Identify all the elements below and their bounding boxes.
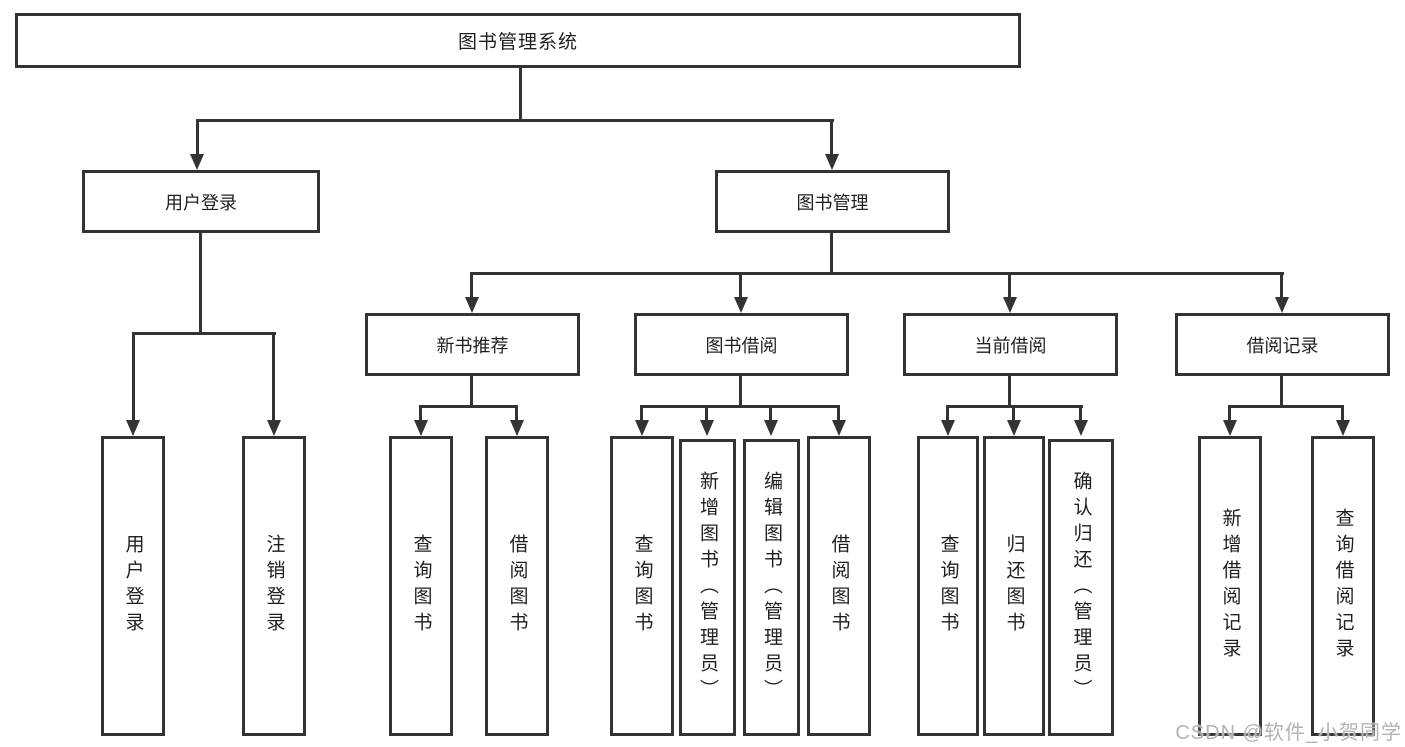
leaf-nb-borrow-books-label: 借阅图书 <box>506 534 528 638</box>
leaf-cb-return-books-label: 归还图书 <box>1003 534 1025 638</box>
node-book-mgmt-label: 图书管理 <box>796 192 869 213</box>
csdn-watermark: CSDN @软件_小贺同学 <box>1175 722 1402 744</box>
arrowhead-nb-borrow <box>510 420 524 436</box>
connector-new-book-rail <box>419 405 518 408</box>
connector-drop-bb-borrow <box>837 405 840 422</box>
arrowhead-book-mgmt <box>825 154 839 170</box>
arrowhead-leaf-logout <box>267 420 281 436</box>
connector-book-mgmt-rail <box>470 272 1284 275</box>
connector-drop-cb-query <box>946 405 949 422</box>
leaf-cb-query-books-label: 查询图书 <box>937 534 959 638</box>
connector-drop-user-login <box>196 119 199 156</box>
connector-drop-leaf-login <box>132 332 135 421</box>
arrowhead-bb-edit <box>764 420 778 436</box>
leaf-user-login: 用户登录 <box>101 436 165 736</box>
connector-drop-new-book <box>470 272 473 300</box>
node-new-book-rec: 新书推荐 <box>365 313 580 376</box>
arrowhead-cb-confirm <box>1074 420 1088 436</box>
leaf-br-add-record-label: 新增借阅记录 <box>1219 508 1241 664</box>
leaf-bb-edit-books-admin: 编辑图书（管理员） <box>743 439 800 736</box>
leaf-nb-borrow-books: 借阅图书 <box>485 436 549 736</box>
arrowhead-br-add <box>1223 420 1237 436</box>
connector-drop-book-borrow <box>739 272 742 300</box>
arrowhead-new-book <box>465 297 479 313</box>
arrowhead-nb-query <box>414 420 428 436</box>
arrowhead-cb-query <box>941 420 955 436</box>
node-current-borrow-label: 当前借阅 <box>974 335 1047 356</box>
arrowhead-bb-query <box>635 420 649 436</box>
leaf-bb-add-books-admin: 新增图书（管理员） <box>679 439 736 736</box>
node-borrow-records: 借阅记录 <box>1175 313 1390 376</box>
node-new-book-rec-label: 新书推荐 <box>436 335 509 356</box>
arrowhead-leaf-login <box>126 420 140 436</box>
arrowhead-br-query <box>1336 420 1350 436</box>
connector-drop-nb-query <box>419 405 422 422</box>
arrowhead-user-login <box>190 154 204 170</box>
leaf-cb-confirm-return-admin: 确认归还（管理员） <box>1048 439 1114 736</box>
node-book-borrow-label: 图书借阅 <box>705 335 778 356</box>
node-root-label: 图书管理系统 <box>457 32 578 53</box>
connector-drop-bb-add <box>705 405 708 422</box>
node-book-mgmt: 图书管理 <box>715 170 950 233</box>
arrowhead-current-borrow <box>1003 297 1017 313</box>
leaf-cb-confirm-return-admin-label: 确认归还（管理员） <box>1070 470 1092 705</box>
connector-borrow-records-stem <box>1280 376 1283 408</box>
arrowhead-cb-return <box>1007 420 1021 436</box>
connector-drop-br-add <box>1228 405 1231 422</box>
connector-user-login-stem <box>199 233 202 334</box>
connector-drop-bb-query <box>640 405 643 422</box>
leaf-br-query-record: 查询借阅记录 <box>1311 436 1375 736</box>
leaf-nb-query-books: 查询图书 <box>389 436 453 736</box>
connector-new-book-stem <box>470 376 473 408</box>
connector-user-login-rail <box>132 332 276 335</box>
connector-drop-bb-edit <box>769 405 772 422</box>
leaf-logout: 注销登录 <box>242 436 306 736</box>
connector-drop-cb-confirm <box>1079 405 1082 422</box>
leaf-bb-borrow-books-label: 借阅图书 <box>828 534 850 638</box>
leaf-nb-query-books-label: 查询图书 <box>410 534 432 638</box>
connector-root-rail <box>196 119 834 122</box>
connector-book-mgmt-stem <box>830 233 833 275</box>
connector-current-borrow-stem <box>1008 376 1011 408</box>
connector-drop-cb-return <box>1012 405 1015 422</box>
connector-book-borrow-stem <box>739 376 742 408</box>
connector-drop-current-borrow <box>1008 272 1011 300</box>
node-borrow-records-label: 借阅记录 <box>1246 335 1319 356</box>
leaf-bb-query-books-label: 查询图书 <box>631 534 653 638</box>
node-book-borrow: 图书借阅 <box>634 313 849 376</box>
connector-drop-borrow-records <box>1280 272 1283 300</box>
arrowhead-book-borrow <box>734 297 748 313</box>
connector-book-borrow-rail <box>640 405 840 408</box>
arrowhead-borrow-records <box>1275 297 1289 313</box>
connector-drop-br-query <box>1341 405 1344 422</box>
arrowhead-bb-borrow <box>832 420 846 436</box>
leaf-bb-add-books-admin-label: 新增图书（管理员） <box>697 470 718 705</box>
node-user-login: 用户登录 <box>82 170 320 233</box>
leaf-logout-label: 注销登录 <box>263 534 285 638</box>
arrowhead-bb-add <box>700 420 714 436</box>
node-root: 图书管理系统 <box>15 13 1021 68</box>
connector-root-stem <box>519 68 522 120</box>
leaf-cb-query-books: 查询图书 <box>917 436 979 736</box>
leaf-br-query-record-label: 查询借阅记录 <box>1332 508 1354 664</box>
connector-drop-nb-borrow <box>515 405 518 422</box>
node-user-login-label: 用户登录 <box>165 192 237 213</box>
leaf-bb-borrow-books: 借阅图书 <box>807 436 871 736</box>
leaf-user-login-label: 用户登录 <box>122 534 144 638</box>
connector-drop-book-mgmt <box>830 119 833 156</box>
connector-drop-leaf-logout <box>272 332 275 421</box>
node-current-borrow: 当前借阅 <box>903 313 1118 376</box>
leaf-bb-edit-books-admin-label: 编辑图书（管理员） <box>761 470 782 705</box>
leaf-br-add-record: 新增借阅记录 <box>1198 436 1262 736</box>
connector-borrow-records-rail <box>1228 405 1344 408</box>
leaf-bb-query-books: 查询图书 <box>610 436 674 736</box>
leaf-cb-return-books: 归还图书 <box>983 436 1045 736</box>
